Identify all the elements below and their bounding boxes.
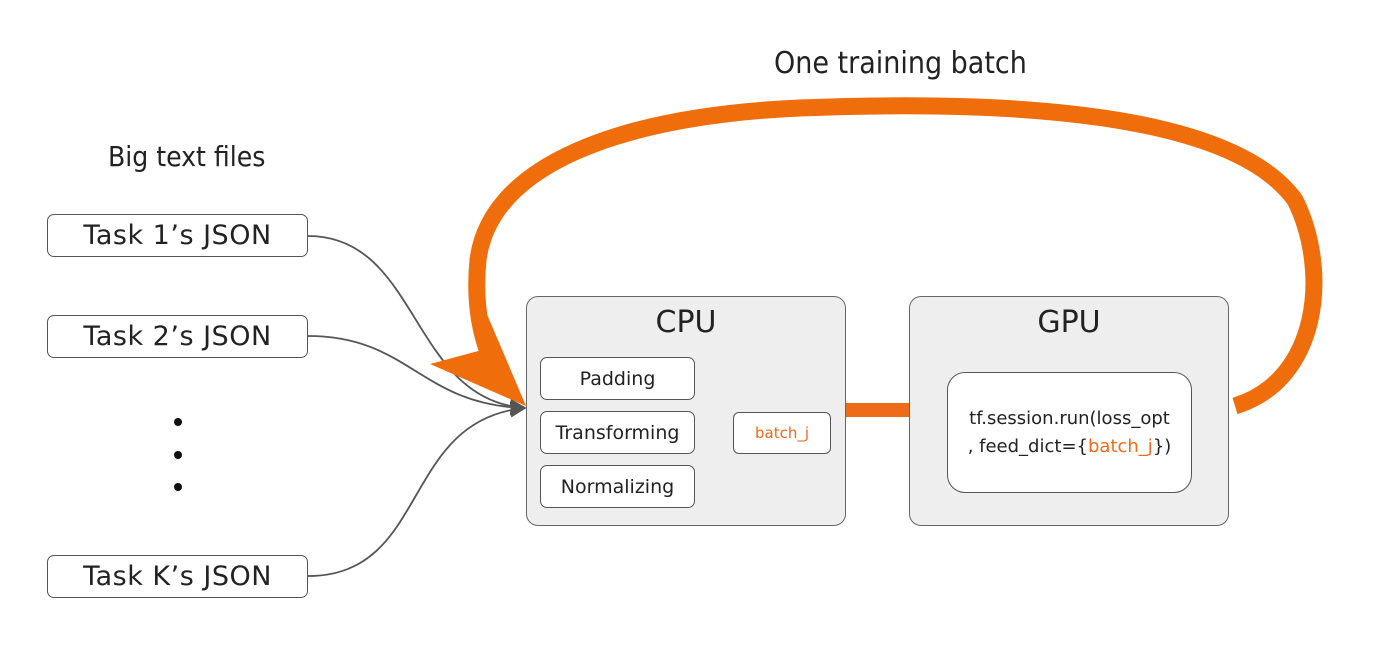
code-line-2-suffix: }) <box>1152 435 1172 457</box>
code-line-2-var: batch_j <box>1087 435 1153 457</box>
diagram-title: One training batch <box>774 46 1027 81</box>
ellipsis-dot-3 <box>174 483 182 491</box>
ellipsis-dot-1 <box>174 418 182 426</box>
files-heading: Big text files <box>108 140 266 173</box>
code-line-1: tf.session.run(loss_opt <box>969 407 1170 429</box>
code-line-2-prefix: , feed_dict={ <box>967 435 1088 457</box>
training-loop-arrow <box>468 97 1323 415</box>
normalizing-step: Normalizing <box>540 465 695 508</box>
transforming-step: Transforming <box>540 411 695 454</box>
gpu-title: GPU <box>1037 305 1101 340</box>
cpu-title: CPU <box>655 305 717 340</box>
ellipsis-dot-2 <box>174 451 182 459</box>
task2-connector <box>307 335 527 416</box>
task1-connector <box>307 235 527 416</box>
task-k-file: Task K’s JSON <box>47 555 308 598</box>
training-loop-arrowhead <box>430 312 526 406</box>
code-line-2: , feed_dict={batch_j}) <box>968 433 1172 461</box>
task-1-file: Task 1’s JSON <box>47 214 308 257</box>
padding-step: Padding <box>540 357 695 400</box>
task-2-file: Task 2’s JSON <box>47 315 308 358</box>
batch-output: batch_j <box>733 412 831 454</box>
taskk-connector <box>307 401 527 577</box>
session-run-code: tf.session.run(loss_opt , feed_dict={bat… <box>947 372 1192 493</box>
